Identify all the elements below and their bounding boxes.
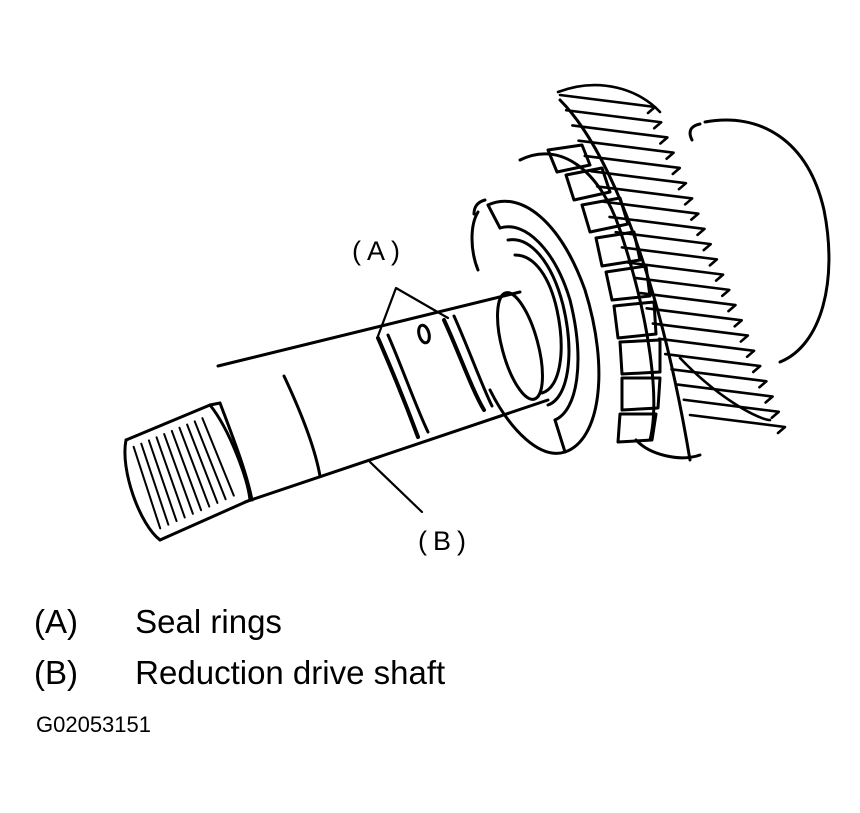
spline-line (163, 433, 194, 515)
legend-text: Reduction drive shaft (135, 654, 446, 691)
gear-tooth (602, 200, 700, 221)
gear-hub (688, 118, 831, 364)
spline-line (186, 423, 219, 504)
gear-tooth (645, 307, 743, 328)
legend-key: (A) (34, 603, 78, 640)
gear-tooth (577, 139, 675, 161)
shaft (208, 290, 550, 504)
spline-line (178, 426, 211, 508)
spline-line (132, 445, 162, 530)
gear-tooth (688, 413, 787, 435)
bearing (470, 198, 601, 455)
gear-tooth (676, 383, 774, 404)
gear-tooth (651, 322, 750, 343)
helical-gear (556, 83, 787, 462)
spline-line (155, 436, 186, 519)
gear-tooth (657, 337, 756, 359)
legend-item-a: (A) Seal rings (34, 603, 282, 641)
clutch-ring (518, 143, 702, 460)
reduction-drive-shaft-drawing (123, 83, 831, 542)
gear-tooth (639, 291, 737, 313)
leader-lines (368, 286, 450, 514)
gear-tooth (595, 185, 694, 206)
figure-id: G02053151 (36, 712, 151, 737)
spline-line (193, 420, 227, 501)
gear-tooth (670, 367, 768, 389)
gear-tooth (589, 169, 688, 191)
gear-tooth (632, 276, 731, 298)
gear-tooth (583, 154, 682, 176)
gear-tooth (626, 261, 725, 282)
spline-line (147, 439, 178, 523)
gear-tooth (620, 246, 719, 267)
gear-tooth (663, 352, 762, 374)
gear-tooth (564, 108, 663, 130)
spline-line (170, 429, 203, 512)
spline-line (201, 417, 235, 497)
legend-item-b: (B) Reduction drive shaft (34, 654, 445, 692)
callout-b: (B) (418, 526, 472, 556)
callout-a: (A) (352, 236, 406, 266)
gear-tooth (571, 124, 669, 145)
gear-tooth (558, 93, 657, 115)
gear-tooth (614, 230, 713, 252)
splined-end (123, 403, 252, 542)
spline-line (140, 442, 170, 526)
gear-tooth (608, 215, 706, 237)
gear-tooth (682, 398, 781, 420)
legend-key: (B) (34, 654, 78, 691)
legend-text: Seal rings (135, 603, 282, 640)
